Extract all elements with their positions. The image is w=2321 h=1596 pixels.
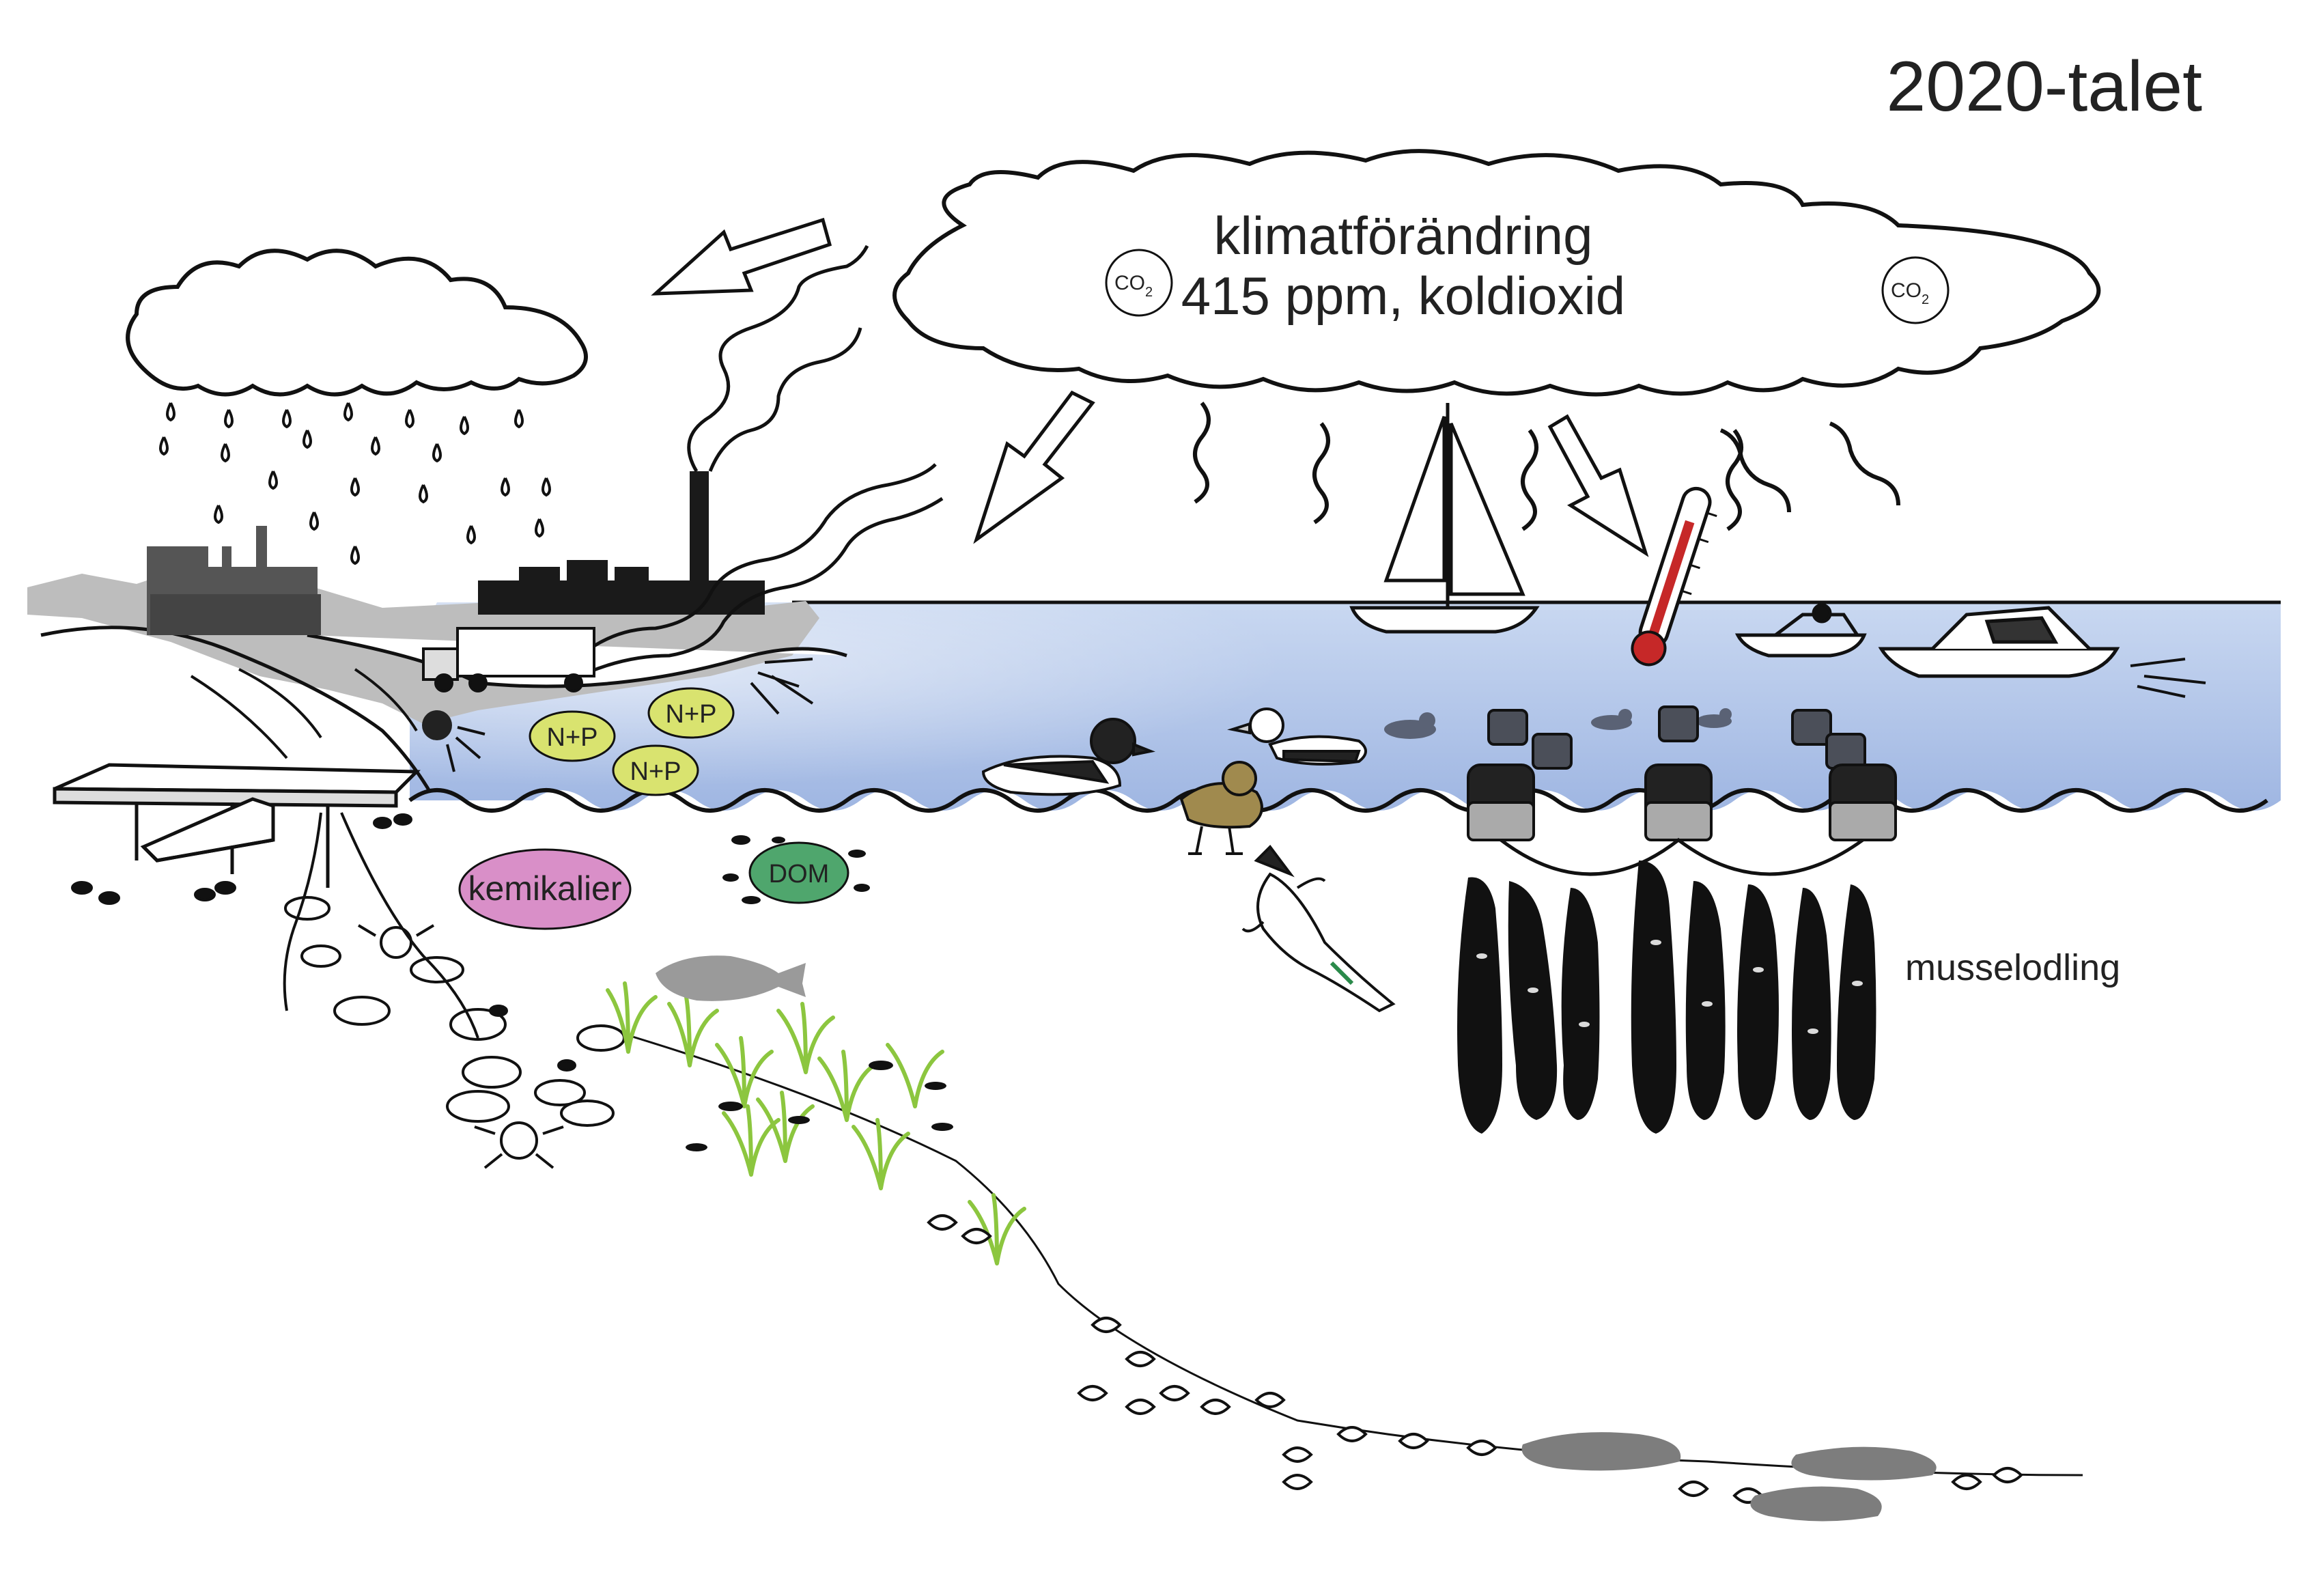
sailboat [1349, 403, 1540, 634]
smoke-plume [579, 244, 944, 675]
distant-birds [1384, 708, 1732, 739]
cloud-line-1: klimatförändring [1214, 206, 1593, 266]
mussel-farm-label: musselodling [1905, 947, 2120, 988]
outflow-pipe [422, 710, 452, 740]
rowboat [140, 797, 275, 863]
title: 2020-talet [1886, 47, 2202, 126]
thermometer-icon [1631, 486, 1717, 667]
heat-waves [1193, 402, 1900, 531]
nutrient-bubble-2: N+P [647, 687, 735, 739]
svg-text:N+P: N+P [630, 757, 681, 786]
arrow-to-rain-cloud [651, 217, 832, 296]
mussel-bed-gray [1521, 1432, 1937, 1522]
cod-fish [656, 955, 806, 1001]
chemicals-bubble: kemikalier [458, 848, 632, 930]
motorboat-large [1878, 606, 2206, 698]
svg-text:CO2: CO2 [1114, 272, 1153, 300]
raindrops [159, 402, 551, 565]
nutrient-bubble-3: N+P [612, 744, 699, 796]
dom-label: DOM [769, 860, 830, 888]
goldeneye-duck [981, 718, 1155, 796]
eider-duck-male [1227, 708, 1367, 766]
eider-duck-female [1179, 761, 1263, 855]
factory-right [478, 471, 765, 615]
arrow-to-sea-left [973, 390, 1095, 544]
fish-school [686, 1061, 953, 1151]
pier [53, 763, 421, 888]
water-surface-wave [408, 788, 2268, 813]
cloud-line-2: 415 ppm, koldioxid [1181, 266, 1625, 326]
mussel-farm-buoys [1467, 705, 1897, 876]
nutrient-bubble-1: N+P [529, 710, 616, 762]
factory-left [147, 526, 321, 635]
seabed-shells [927, 1214, 2023, 1504]
mussel-ropes [1457, 860, 1876, 1134]
anchor-chain [283, 812, 479, 1039]
motorboat-small [1734, 603, 1867, 658]
mussel-farm: musselodling [1457, 705, 2120, 1134]
seabed-line [614, 1030, 2083, 1476]
dom-bubble: DOM [722, 835, 870, 904]
co2-right-badge: CO2 [1881, 256, 1950, 324]
svg-text:CO2: CO2 [1891, 279, 1929, 307]
seagrass [606, 981, 1026, 1265]
chemicals-label: kemikalier [468, 869, 621, 908]
arrow-to-sea-right [1547, 414, 1649, 557]
svg-text:N+P: N+P [666, 700, 717, 729]
gannet-diving [1241, 844, 1396, 1013]
shore-mussels-crabs [71, 813, 625, 1169]
svg-text:N+P: N+P [547, 723, 598, 752]
rain-cloud [126, 249, 588, 397]
climate-cloud: klimatförändring 415 ppm, koldioxid CO2 … [892, 149, 2101, 397]
truck [422, 627, 595, 692]
co2-left-badge: CO2 [1105, 249, 1173, 317]
